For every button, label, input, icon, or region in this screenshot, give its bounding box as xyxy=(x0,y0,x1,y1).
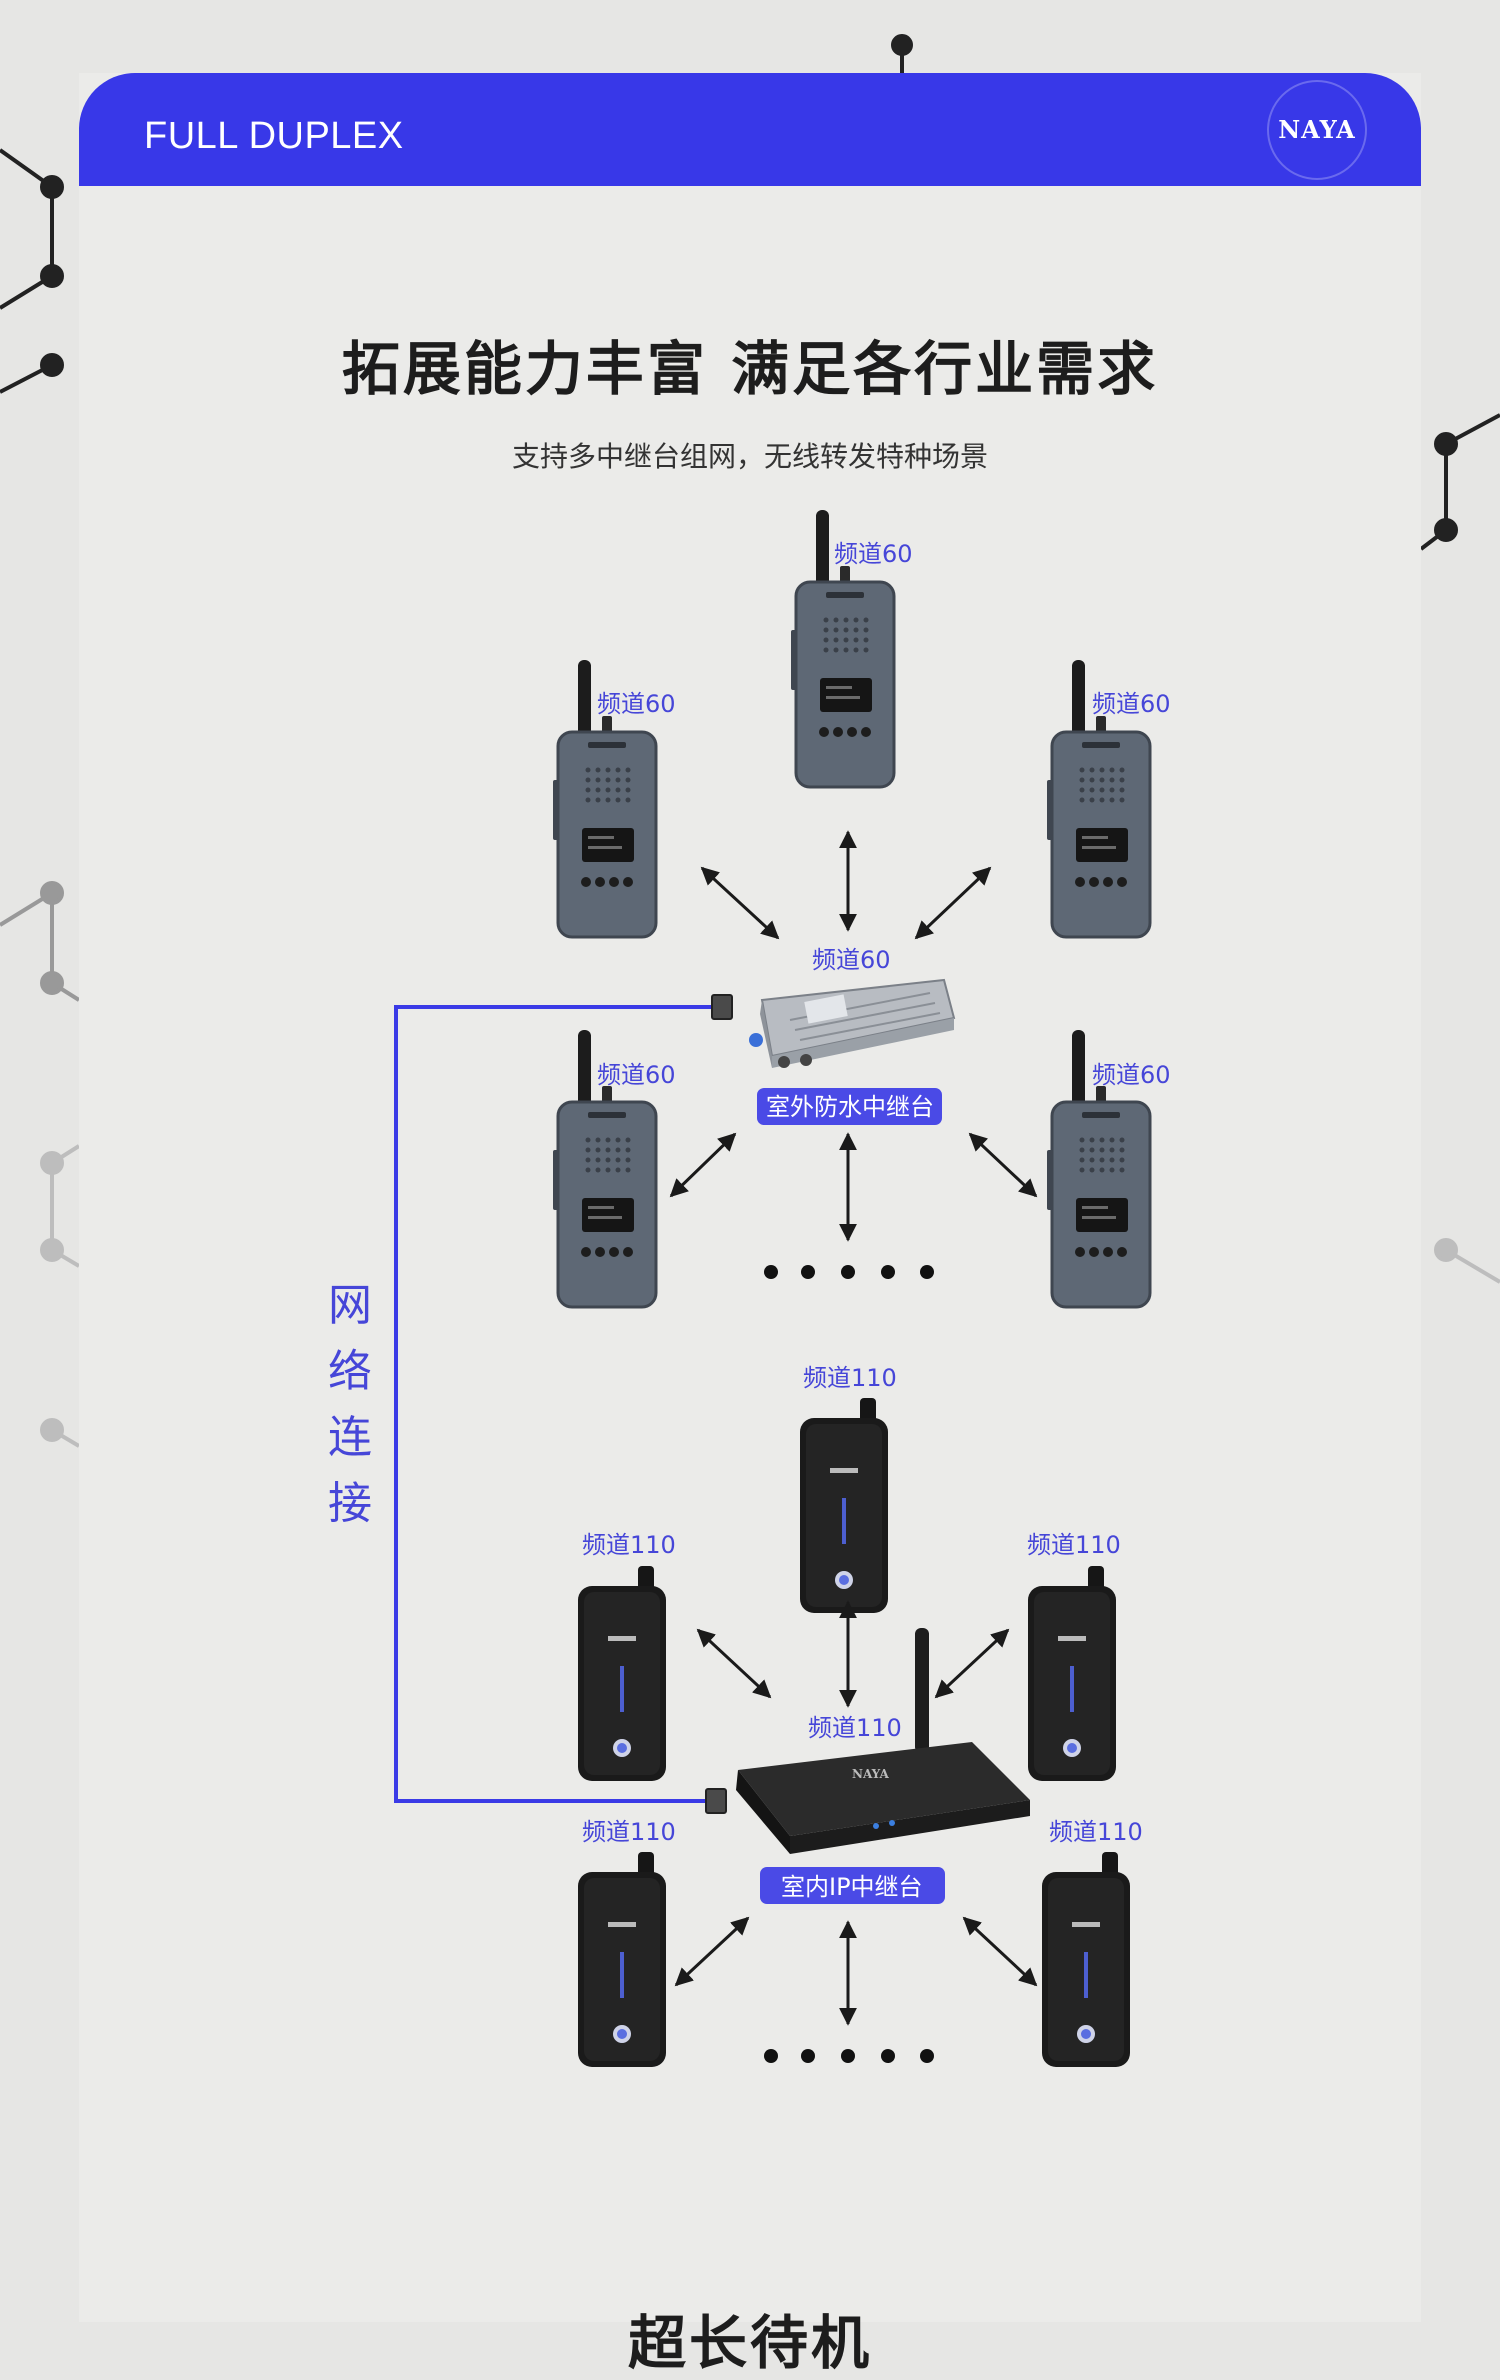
ellipsis-dots xyxy=(764,1265,934,1279)
signal-arrow xyxy=(914,866,992,940)
channel-label: 频道60 xyxy=(597,690,676,718)
network-diagram: 网 络 连 接 频道60 频道60 频道60 频道60 室外防水中继台 频道60… xyxy=(328,508,1171,2067)
indoor-repeater-icon: NAYA xyxy=(736,1628,1030,1854)
indoor-repeater-label: 室内IP中继台 xyxy=(781,1873,923,1901)
channel-label: 频道110 xyxy=(1027,1531,1121,1559)
signal-arrow xyxy=(674,1916,750,1987)
network-label-char: 络 xyxy=(328,1346,372,1397)
channel-label: 频道60 xyxy=(1092,690,1171,718)
channel-label: 频道60 xyxy=(834,540,913,568)
channel-label: 频道110 xyxy=(582,1531,676,1559)
signal-arrow xyxy=(669,1132,737,1198)
radio-compact-lower-right-icon xyxy=(1042,1852,1130,2067)
radio-compact-left-icon xyxy=(578,1566,666,1781)
radio-compact-right-icon xyxy=(1028,1566,1116,1781)
banner-title: FULL DUPLEX xyxy=(144,115,404,157)
repeater-channel-label: 频道110 xyxy=(808,1714,902,1742)
channel-label: 频道60 xyxy=(1092,1061,1171,1089)
channel-label: 频道110 xyxy=(582,1818,676,1846)
section-title: 拓展能力丰富 满足各行业需求 xyxy=(341,335,1159,403)
signal-arrow xyxy=(962,1916,1038,1987)
outdoor-repeater-icon xyxy=(749,978,956,1068)
repeater-channel-label: 频道60 xyxy=(812,946,891,974)
network-label-char: 连 xyxy=(328,1412,372,1463)
channel-label: 频道110 xyxy=(803,1364,897,1392)
signal-arrow xyxy=(700,866,780,940)
network-label-char: 网 xyxy=(328,1280,372,1331)
outdoor-repeater-tag xyxy=(757,1088,942,1125)
signal-arrow xyxy=(696,1628,772,1699)
outdoor-repeater-label: 室外防水中继台 xyxy=(766,1093,934,1121)
content-card xyxy=(79,73,1421,2322)
brand-logo: NAYA xyxy=(1267,80,1367,180)
network-label-char: 接 xyxy=(328,1478,372,1529)
connector-icon xyxy=(711,994,733,1020)
channel-label: 频道60 xyxy=(597,1061,676,1089)
radio-compact-lower-left-icon xyxy=(578,1852,666,2067)
section-subtitle: 支持多中继台组网，无线转发特种场景 xyxy=(511,440,988,473)
network-connection-line xyxy=(394,1005,723,1803)
ellipsis-dots xyxy=(764,2049,934,2063)
channel-label: 频道110 xyxy=(1049,1818,1143,1846)
radio-compact-top-icon xyxy=(800,1398,888,1613)
indoor-repeater-tag xyxy=(760,1867,945,1904)
signal-arrow xyxy=(934,1628,1010,1699)
header-banner xyxy=(79,73,1421,186)
connector-icon xyxy=(705,1788,727,1814)
background-decoration xyxy=(0,34,1500,1448)
signal-arrow xyxy=(968,1132,1038,1198)
svg-text:NAYA: NAYA xyxy=(852,1767,889,1781)
next-section-title: 超长待机 xyxy=(627,2309,872,2377)
